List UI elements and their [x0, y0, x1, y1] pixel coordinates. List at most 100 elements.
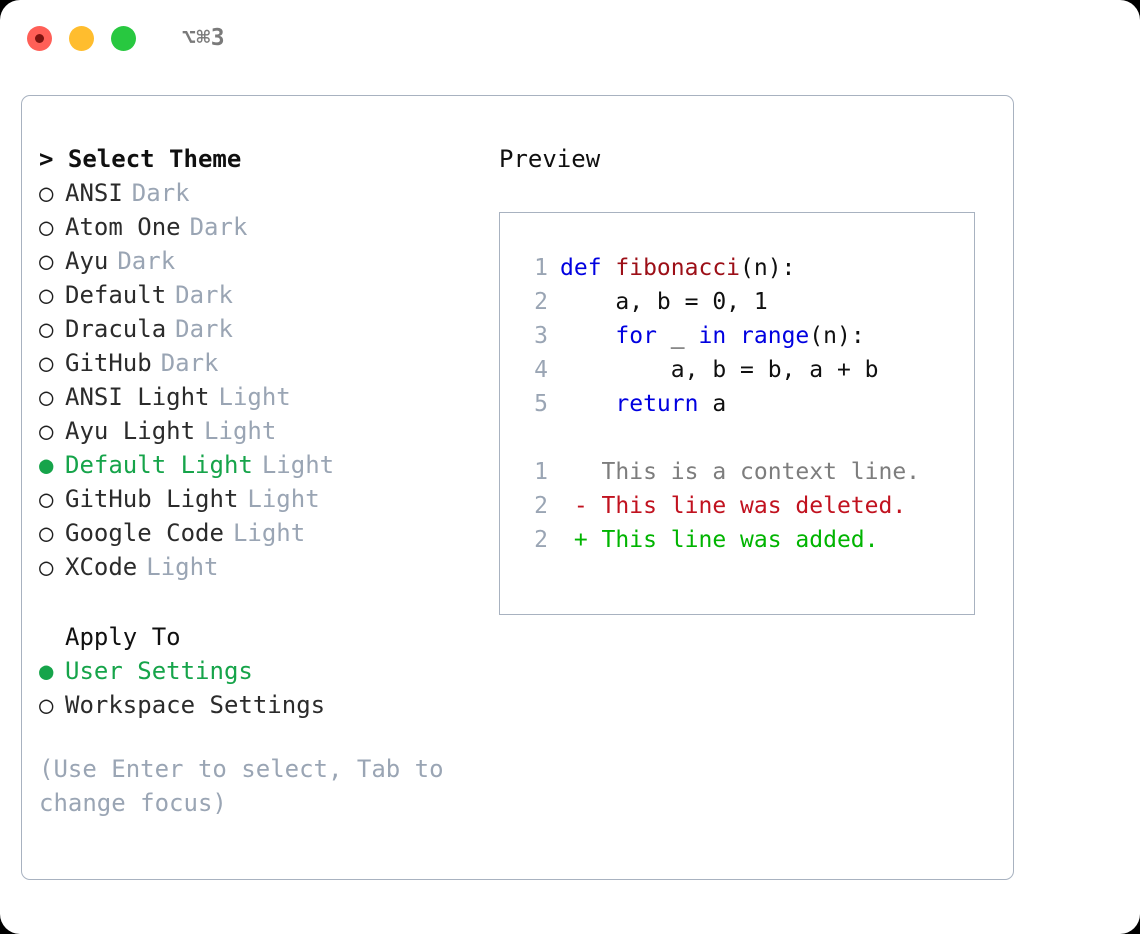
spacer: [518, 421, 974, 455]
theme-option-label: Ayu Light: [65, 417, 196, 445]
theme-option-default[interactable]: ○ Default Dark: [39, 278, 487, 312]
code-token: fibonacci: [615, 255, 741, 281]
theme-category-tag: Dark: [175, 281, 233, 309]
theme-option-ansi[interactable]: ○ ANSI Dark: [39, 176, 487, 210]
radio-unselected-icon: ○: [39, 553, 54, 581]
radio-unselected-icon: ○: [39, 485, 54, 513]
radio-selected-icon: ●: [39, 657, 54, 685]
code-token: range: [740, 323, 810, 349]
code-token: [560, 391, 615, 417]
apply-to-header: Apply To: [65, 623, 181, 651]
radio-unselected-icon: ○: [39, 213, 54, 241]
select-theme-header: > Select Theme: [39, 145, 242, 173]
line-number: 2: [534, 493, 548, 519]
theme-category-tag: Dark: [175, 315, 233, 343]
title-bar: ⌥⌘3: [0, 0, 1140, 76]
diff-line: 2 - This line was deleted.: [518, 489, 974, 523]
spacer: [39, 584, 487, 620]
radio-unselected-icon: ○: [39, 281, 54, 309]
line-number: 5: [534, 391, 548, 417]
apply-option-label: Workspace Settings: [65, 691, 326, 719]
theme-option-ayu-light[interactable]: ○ Ayu Light Light: [39, 414, 487, 448]
code-token: a, b = b, a + b: [560, 357, 879, 383]
radio-selected-icon: ●: [39, 451, 54, 479]
code-token: for: [615, 323, 657, 349]
keyboard-hint: (Use Enter to select, Tab to change focu…: [39, 755, 459, 817]
code-token: (n):: [809, 323, 865, 349]
radio-unselected-icon: ○: [39, 383, 54, 411]
radio-unselected-icon: ○: [39, 349, 54, 377]
code-token: return: [615, 391, 699, 417]
radio-unselected-icon: ○: [39, 247, 54, 275]
code-token: a: [698, 391, 727, 417]
code-token: This is a context line.: [560, 459, 921, 485]
line-number: 1: [534, 459, 548, 485]
theme-category-tag: Light: [232, 519, 306, 547]
radio-unselected-icon: ○: [39, 179, 54, 207]
code-line: 3 for _ in range(n):: [518, 319, 974, 353]
theme-category-tag: Light: [146, 553, 219, 581]
apply-option-user-settings[interactable]: ● User Settings: [39, 654, 487, 688]
line-number: 4: [534, 357, 548, 383]
preview-title: Preview: [499, 145, 601, 173]
theme-category-tag: Light: [247, 485, 320, 513]
code-line: 2 a, b = 0, 1: [518, 285, 974, 319]
theme-category-tag: Light: [261, 451, 335, 479]
theme-category-tag: Light: [204, 417, 277, 445]
theme-option-github-light[interactable]: ○ GitHub Light Light: [39, 482, 487, 516]
code-token: - This line was deleted.: [560, 493, 907, 519]
code-token: + This line was added.: [560, 527, 879, 553]
zoom-button-icon[interactable]: [111, 25, 136, 51]
theme-option-label: ANSI: [65, 179, 123, 207]
spacer: [39, 722, 487, 752]
line-number: 3: [534, 323, 548, 349]
theme-category-tag: Dark: [117, 247, 176, 275]
radio-unselected-icon: ○: [39, 691, 54, 719]
close-button-icon[interactable]: [27, 25, 52, 51]
apply-option-workspace-settings[interactable]: ○ Workspace Settings: [39, 688, 487, 722]
theme-option-label: ANSI Light: [65, 383, 210, 411]
line-number: 2: [534, 289, 548, 315]
theme-option-label: Atom One: [65, 213, 181, 241]
diff-line: 1 This is a context line.: [518, 455, 974, 489]
code-line: 4 a, b = b, a + b: [518, 353, 974, 387]
keyboard-shortcut-label: ⌥⌘3: [182, 25, 226, 51]
radio-unselected-icon: ○: [39, 417, 54, 445]
code-token: in: [698, 323, 727, 349]
theme-option-atom-one[interactable]: ○ Atom One Dark: [39, 210, 487, 244]
radio-unselected-icon: ○: [39, 519, 54, 547]
code-token: _: [656, 323, 699, 349]
theme-option-label: GitHub Light: [65, 485, 239, 513]
code-token: [726, 323, 740, 349]
code-token: def: [560, 255, 616, 281]
minimize-button-icon[interactable]: [69, 25, 94, 51]
code-token: [560, 323, 615, 349]
theme-option-label: Default: [65, 281, 167, 309]
code-token: a, b = 0, 1: [560, 289, 768, 315]
apply-to-list: ● User Settings ○ Workspace Settings: [39, 654, 487, 722]
theme-category-tag: Dark: [131, 179, 190, 207]
code-token: (n):: [740, 255, 796, 281]
line-number: 2: [534, 527, 548, 553]
theme-option-google-code[interactable]: ○ Google Code Light: [39, 516, 487, 550]
theme-category-tag: Dark: [189, 213, 248, 241]
theme-option-label: XCode: [65, 553, 138, 581]
theme-option-xcode[interactable]: ○ XCode Light: [39, 550, 487, 584]
theme-option-label: Google Code: [65, 519, 224, 547]
diff-line: 2 + This line was added.: [518, 523, 974, 557]
apply-option-label: User Settings: [65, 657, 253, 685]
theme-option-label: Dracula: [65, 315, 167, 343]
traffic-lights: [27, 25, 136, 51]
